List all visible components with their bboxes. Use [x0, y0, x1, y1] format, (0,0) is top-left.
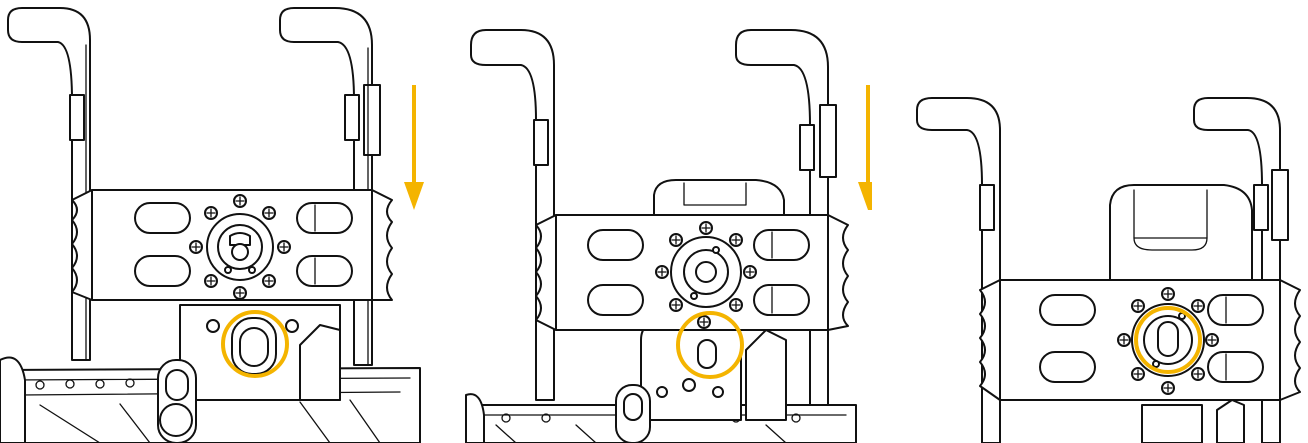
mount-hole — [697, 339, 717, 369]
latch-knob — [157, 359, 197, 443]
screw-icon — [655, 221, 757, 329]
down-arrow-icon — [858, 85, 872, 210]
upright-left — [7, 7, 91, 361]
upright-right — [1193, 97, 1289, 443]
highlight-circle-icon — [676, 311, 744, 379]
lower-bracket — [640, 319, 787, 421]
highlight-circle-icon — [221, 310, 289, 378]
upright-right — [279, 7, 381, 366]
step-1-panel — [0, 0, 436, 443]
lower-bracket — [1141, 404, 1203, 443]
step-2-illustration — [465, 29, 872, 443]
rear-bracket — [1109, 184, 1253, 291]
lower-bracket — [179, 304, 341, 401]
screw-icon — [189, 194, 291, 300]
upright-right — [735, 29, 837, 406]
step-1-illustration — [0, 7, 424, 443]
screw-icon — [1117, 287, 1219, 395]
side-clip — [1216, 399, 1245, 443]
latch-knob — [615, 384, 651, 443]
down-arrow-icon — [404, 85, 424, 210]
hub-icon — [1131, 303, 1205, 377]
hub-icon — [670, 236, 742, 308]
highlight-circle-icon — [1134, 306, 1202, 374]
step-2-panel — [436, 0, 872, 443]
step-3-illustration — [916, 97, 1301, 443]
hub-icon — [206, 213, 274, 281]
upright-left — [470, 29, 555, 401]
rear-bracket — [653, 179, 785, 216]
step-3-panel — [872, 0, 1308, 443]
